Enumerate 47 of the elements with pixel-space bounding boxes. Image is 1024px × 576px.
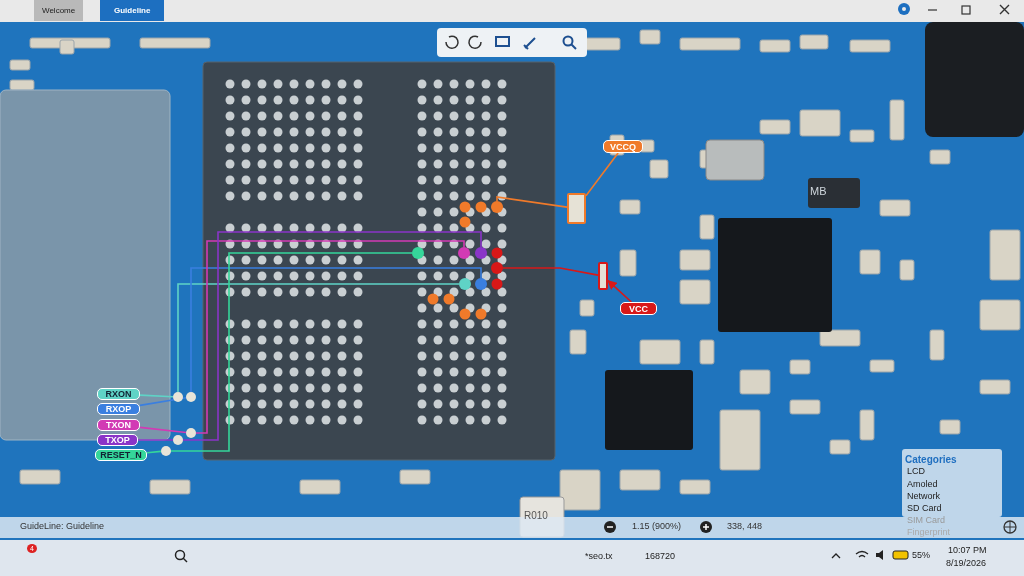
trace-line	[607, 279, 633, 303]
clock-time: 10:07 PM	[948, 545, 987, 555]
trace-line	[139, 426, 187, 434]
category-item: LCD	[907, 466, 925, 476]
signal-label: TXON	[97, 419, 140, 431]
trace-line	[585, 152, 619, 197]
trace-line	[177, 283, 460, 393]
trace-line	[496, 196, 568, 208]
test-pad	[173, 435, 183, 445]
trace-line	[190, 267, 482, 393]
test-pad	[161, 446, 171, 456]
test-pad	[173, 392, 183, 402]
date-text: 8/19/2026	[946, 558, 987, 568]
signal-label: RESET_N	[95, 449, 147, 461]
trace-line	[195, 240, 465, 434]
signal-label: VCCQ	[603, 140, 643, 153]
trace-line	[146, 450, 162, 454]
tab-label: Welcome	[34, 0, 84, 21]
category-item: Amoled	[907, 479, 938, 489]
trace-line	[502, 267, 599, 276]
category-item: SIM Card	[907, 515, 945, 525]
capacitor	[567, 193, 586, 224]
category-item: Network	[907, 491, 940, 501]
component-marking: R010	[524, 510, 548, 521]
trace-line	[139, 397, 187, 407]
category-item: Fingerprint	[907, 527, 951, 537]
panel-heading: Categories	[905, 454, 957, 465]
trace-line	[139, 394, 174, 398]
tab-label: Guideline	[100, 0, 165, 21]
signal-label: TXOP	[97, 434, 138, 446]
test-pad	[186, 392, 196, 402]
component-marking: MB	[810, 185, 827, 197]
coordinates-text: 338, 448	[727, 521, 763, 531]
trace-line	[137, 439, 174, 441]
status-text: GuideLine: Guideline	[20, 521, 105, 531]
taskbar-item-label: 168720	[645, 551, 676, 561]
trace-line	[170, 252, 413, 452]
battery-percent: 55%	[912, 550, 930, 560]
signal-label: RXON	[97, 388, 140, 400]
signal-label: RXOP	[97, 403, 140, 415]
test-pad	[186, 428, 196, 438]
category-item: SD Card	[907, 503, 942, 513]
trace-line	[182, 231, 482, 441]
zoom-level-text: 1.15 (900%)	[632, 521, 682, 531]
signal-label: VCC	[620, 302, 657, 315]
capacitor	[598, 262, 608, 290]
taskbar-item-label: *seo.tx	[585, 551, 613, 561]
